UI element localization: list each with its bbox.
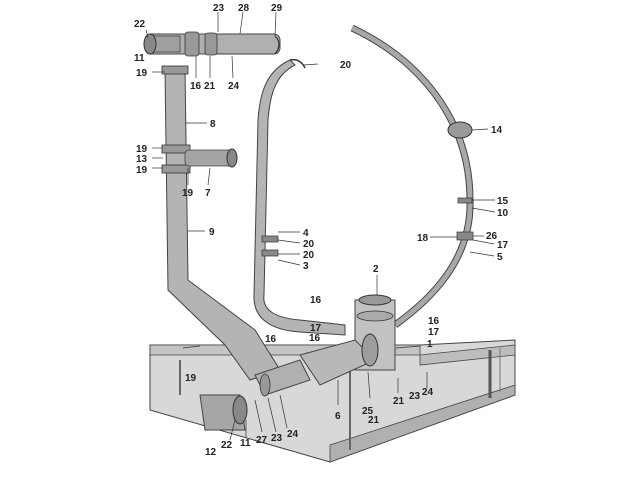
right-flex-hose — [350, 24, 474, 328]
label-11a: 11 — [134, 53, 145, 64]
central-junction-box — [299, 294, 396, 386]
label-24c: 24 — [287, 429, 299, 440]
label-4: 4 — [303, 228, 309, 239]
label-5: 5 — [497, 252, 503, 263]
label-11b: 11 — [240, 438, 251, 449]
label-8: 8 — [210, 119, 216, 130]
label-15: 15 — [497, 196, 509, 207]
label-19a: 19 — [136, 68, 148, 79]
label-21a: 21 — [204, 81, 216, 92]
label-16a: 16 — [190, 81, 202, 92]
label-2: 2 — [373, 264, 379, 275]
label-20a: 20 — [340, 60, 352, 71]
label-20b: 20 — [303, 239, 315, 250]
label-21b: 21 — [368, 415, 380, 426]
label-19c: 19 — [136, 165, 148, 176]
label-9: 9 — [209, 227, 215, 238]
label-23b: 23 — [409, 391, 421, 402]
label-21c: 21 — [393, 396, 405, 407]
label-27: 27 — [256, 435, 268, 446]
label-19e: 19 — [185, 373, 197, 384]
label-16d: 16 — [265, 334, 277, 345]
label-7: 7 — [205, 188, 211, 199]
mounting-frame — [149, 339, 516, 463]
label-26: 26 — [486, 231, 498, 242]
label-25: 25 — [362, 406, 374, 417]
label-14: 14 — [491, 125, 503, 136]
label-22b: 22 — [221, 440, 233, 451]
label-16c: 16 — [428, 316, 440, 327]
upper-muffler-pipe — [143, 31, 281, 57]
label-22a: 22 — [134, 19, 146, 30]
label-16b: 16 — [310, 295, 322, 306]
middle-curved-pipe — [253, 58, 346, 336]
lower-elbow-pipe — [199, 359, 311, 431]
label-17b: 17 — [310, 323, 322, 334]
part-labels: 22 11 23 28 29 19 16 21 24 20 8 19 13 19… — [134, 3, 509, 458]
label-19b: 19 — [136, 144, 148, 155]
label-1: 1 — [427, 339, 433, 350]
label-20c: 20 — [303, 250, 315, 261]
label-24b: 24 — [422, 387, 434, 398]
label-17c: 17 — [428, 327, 440, 338]
label-16e: 16 — [309, 333, 321, 344]
label-3: 3 — [303, 261, 309, 272]
label-19d: 19 — [182, 188, 194, 199]
leader-lines — [145, 11, 496, 441]
label-10: 10 — [497, 208, 509, 219]
label-17a: 17 — [497, 240, 509, 251]
label-28: 28 — [238, 3, 250, 14]
label-18: 18 — [417, 233, 429, 244]
label-29: 29 — [271, 3, 283, 14]
left-vertical-pipe — [161, 65, 281, 381]
label-6: 6 — [335, 411, 341, 422]
label-12: 12 — [205, 447, 217, 458]
label-13: 13 — [136, 154, 148, 165]
label-23a: 23 — [213, 3, 225, 14]
label-24a: 24 — [228, 81, 240, 92]
label-23c: 23 — [271, 433, 283, 444]
